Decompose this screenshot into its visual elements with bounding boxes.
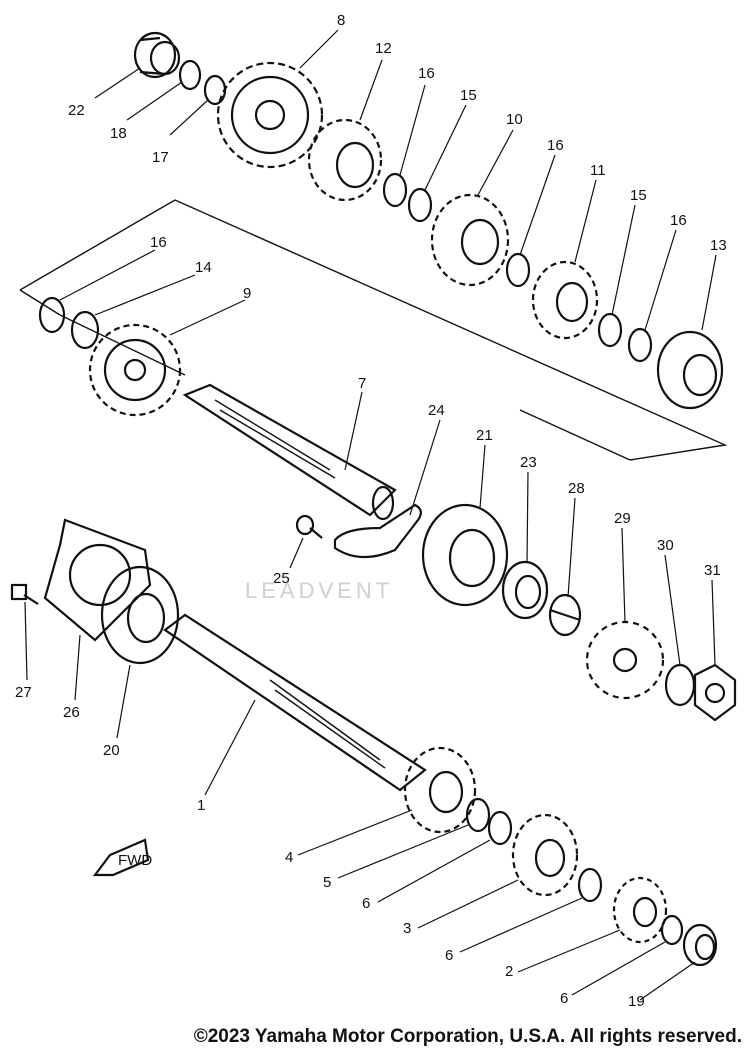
callout-29: 29	[614, 510, 631, 527]
callout-11: 11	[590, 162, 606, 179]
callout-2: 2	[505, 963, 513, 980]
part-16-circlip-b[interactable]	[505, 252, 531, 288]
part-19-needle-bearing[interactable]	[682, 923, 718, 967]
part-20-bearing[interactable]	[100, 565, 180, 665]
part-22-needle-bearing[interactable]	[133, 31, 181, 79]
callout-19: 19	[628, 993, 645, 1010]
part-16-circlip-d[interactable]	[38, 296, 66, 334]
part-14-washer[interactable]	[70, 310, 100, 350]
callout-16: 16	[150, 234, 167, 251]
leader-lines	[24, 29, 717, 1001]
part-29-drive-sprocket[interactable]	[585, 620, 665, 700]
part-16-circlip-c[interactable]	[627, 327, 653, 363]
callout-21: 21	[476, 427, 493, 444]
callout-24: 24	[428, 402, 445, 419]
callout-17: 17	[152, 149, 169, 166]
callout-15: 15	[460, 87, 477, 104]
callout-10: 10	[506, 111, 523, 128]
part-12-gear[interactable]	[307, 118, 383, 202]
part-24-plate[interactable]	[333, 503, 422, 559]
part-25-screw[interactable]	[295, 514, 323, 539]
callout-3: 3	[403, 920, 411, 937]
part-28-collar[interactable]	[548, 593, 582, 637]
callout-16: 16	[547, 137, 564, 154]
callout-16: 16	[670, 212, 687, 229]
callout-6: 6	[362, 895, 370, 912]
part-31-nut[interactable]	[693, 663, 737, 722]
callout-4: 4	[285, 849, 293, 866]
callout-15: 15	[630, 187, 647, 204]
fwd-label: FWD	[118, 852, 152, 869]
part-23-oil-seal[interactable]	[501, 560, 549, 620]
callout-26: 26	[63, 704, 80, 721]
part-5-washer[interactable]	[465, 797, 491, 833]
part-30-lock-washer[interactable]	[664, 663, 696, 707]
part-27-bolt[interactable]	[10, 583, 39, 605]
callout-30: 30	[657, 537, 674, 554]
callout-16: 16	[418, 65, 435, 82]
part-1-drive-axle[interactable]	[163, 613, 427, 792]
watermark: LEADVENT	[245, 578, 394, 603]
part-3-gear[interactable]	[511, 813, 579, 897]
part-26-bearing-retainer[interactable]	[43, 518, 152, 642]
part-15-washer-a[interactable]	[407, 187, 433, 223]
part-21-bearing[interactable]	[421, 503, 509, 607]
copyright-notice: ©2023 Yamaha Motor Corporation, U.S.A. A…	[193, 1026, 742, 1047]
callout-5: 5	[323, 874, 331, 891]
callout-1: 1	[197, 797, 205, 814]
callout-27: 27	[15, 684, 32, 701]
callout-31: 31	[704, 562, 721, 579]
callout-8: 8	[337, 12, 345, 29]
forward-arrow-icon: FWD	[92, 838, 152, 877]
part-9-gear[interactable]	[88, 323, 182, 417]
part-15-washer-b[interactable]	[597, 312, 623, 348]
part-2-gear[interactable]	[612, 876, 668, 944]
callout-13: 13	[710, 237, 727, 254]
callout-labels: 22 18 17 8 12 16 15 10 16 11 15 16 13 16…	[15, 12, 727, 1010]
callout-25: 25	[273, 570, 290, 587]
part-10-gear[interactable]	[430, 193, 510, 287]
part-17-circlip[interactable]	[203, 74, 227, 106]
callout-9: 9	[243, 285, 251, 302]
callout-22: 22	[68, 102, 85, 119]
callout-12: 12	[375, 40, 392, 57]
callout-23: 23	[520, 454, 537, 471]
callout-6: 6	[560, 990, 568, 1007]
part-8-gear[interactable]	[216, 61, 324, 169]
upper-assembly-outline	[19, 199, 728, 461]
part-7-main-axle[interactable]	[182, 383, 397, 521]
part-6-circlip-b[interactable]	[577, 867, 603, 903]
part-11-gear[interactable]	[531, 260, 599, 340]
part-6-circlip-c[interactable]	[660, 914, 684, 946]
callout-28: 28	[568, 480, 585, 497]
part-18-washer[interactable]	[178, 59, 202, 91]
callout-18: 18	[110, 125, 127, 142]
part-16-circlip-a[interactable]	[382, 172, 408, 208]
callout-7: 7	[358, 375, 366, 392]
part-6-circlip-a[interactable]	[487, 810, 513, 846]
callout-6: 6	[445, 947, 453, 964]
callout-20: 20	[103, 742, 120, 759]
part-13-gear-hub[interactable]	[656, 330, 724, 410]
part-4-gear[interactable]	[403, 746, 477, 834]
callout-14: 14	[195, 259, 212, 276]
